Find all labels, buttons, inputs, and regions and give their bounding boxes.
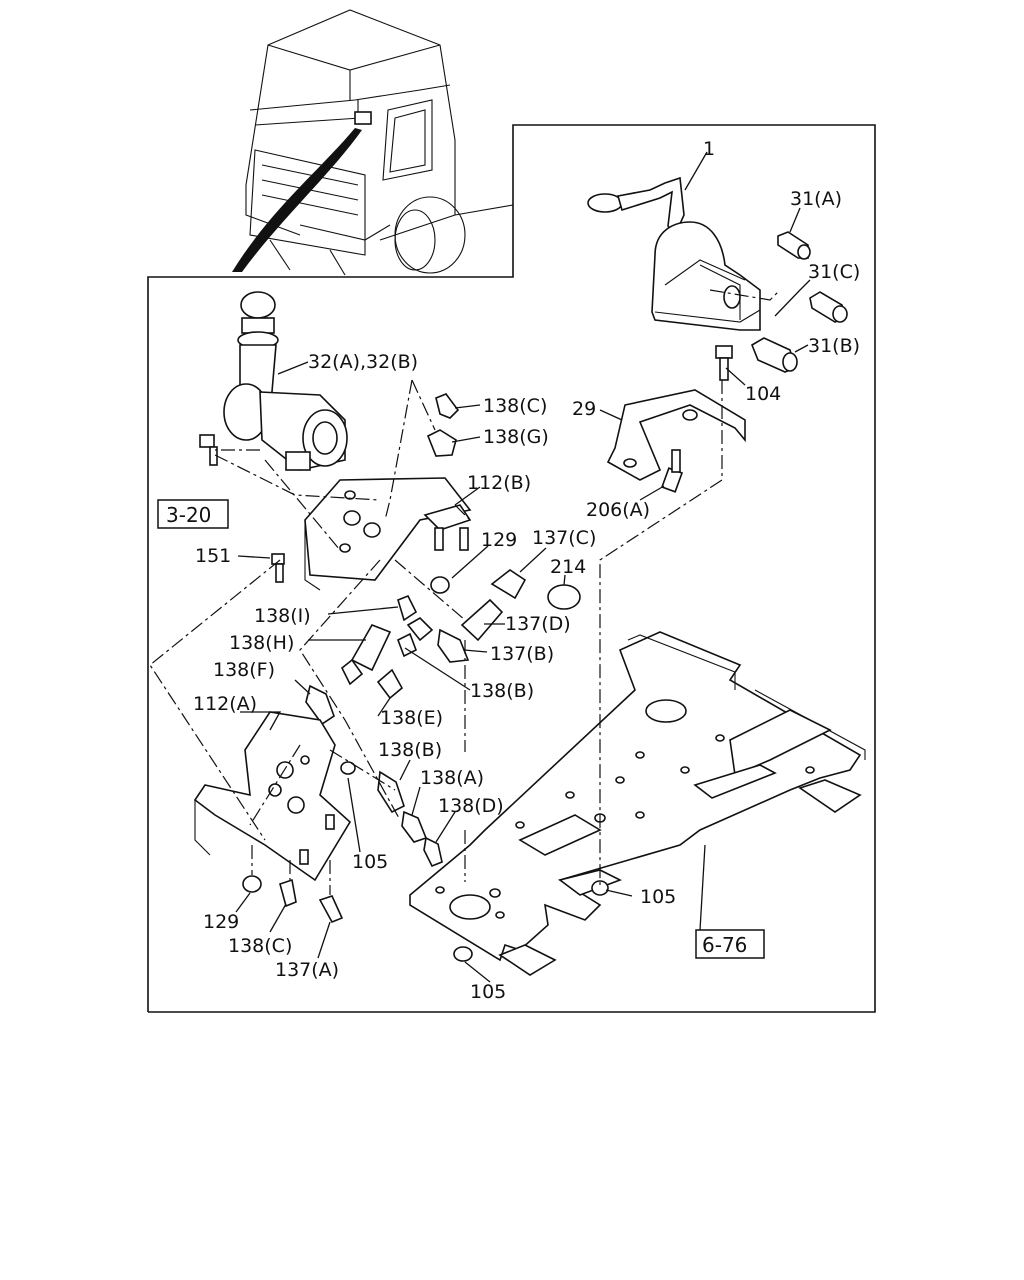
label-137b: 137(B) — [490, 643, 554, 665]
bolt-206a — [660, 449, 684, 493]
fitting-31b — [751, 337, 798, 373]
fitting-138f — [305, 684, 335, 726]
nut-129-top — [430, 576, 450, 594]
label-112b: 112(B) — [467, 472, 531, 494]
label-105-mid: 105 — [352, 851, 388, 873]
bolt-left — [199, 434, 218, 466]
base-plate — [409, 631, 866, 976]
label-104: 104 — [745, 383, 781, 405]
label-138h: 138(H) — [229, 632, 294, 654]
grommet-214 — [547, 584, 581, 610]
label-138b-mid: 138(B) — [378, 739, 442, 761]
label-138c-bottom: 138(C) — [228, 935, 292, 957]
nut-105-right — [591, 880, 609, 896]
label-138e: 138(E) — [380, 707, 443, 729]
fitting-138i — [397, 594, 418, 622]
nut-105-mid — [340, 761, 356, 775]
bracket-29 — [606, 389, 746, 481]
bolt-104 — [715, 345, 733, 381]
fitting-138b-mid — [377, 770, 405, 814]
bolt-151 — [271, 553, 285, 583]
fitting-138d — [423, 836, 443, 868]
label-206a: 206(A) — [586, 499, 650, 521]
label-138a: 138(A) — [420, 767, 484, 789]
label-31c: 31(C) — [808, 261, 860, 283]
label-137d: 137(D) — [505, 613, 571, 635]
label-105-bottom: 105 — [470, 981, 506, 1003]
shift-lever-assembly — [587, 176, 761, 331]
fitting-137a — [318, 895, 344, 924]
fitting-137b — [437, 628, 470, 663]
connection-lines — [149, 289, 781, 895]
frame-border — [147, 124, 876, 1013]
ref-box-3-20[interactable]: 3-20 — [157, 499, 229, 529]
nut-129-bottom — [242, 875, 262, 893]
bracket-112a — [193, 711, 352, 882]
fitting-138c-top — [435, 393, 460, 419]
fitting-138h — [340, 624, 392, 686]
fitting-31c — [809, 291, 848, 323]
label-32: 32(A),32(B) — [308, 351, 418, 373]
label-138d: 138(D) — [438, 795, 504, 817]
label-214: 214 — [550, 556, 586, 578]
ref-text-3-20: 3-20 — [166, 503, 211, 527]
label-151: 151 — [195, 545, 231, 567]
fitting-138-mid — [396, 616, 434, 658]
leader-lines — [235, 151, 811, 983]
bracket-112b — [304, 477, 472, 591]
label-138f: 138(F) — [213, 659, 275, 681]
fitting-138a — [401, 810, 428, 843]
fitting-137c — [490, 569, 527, 600]
label-1: 1 — [703, 138, 715, 160]
label-31a: 31(A) — [790, 188, 842, 210]
label-137c: 137(C) — [532, 527, 596, 549]
truck-cab-illustration — [232, 9, 514, 276]
label-29: 29 — [572, 398, 596, 420]
fitting-138g — [426, 429, 457, 457]
fitting-138c-bottom — [279, 878, 297, 908]
label-31b: 31(B) — [808, 335, 860, 357]
label-138b-right: 138(B) — [470, 680, 534, 702]
ref-box-6-76[interactable]: 6-76 — [695, 929, 765, 959]
part-labels: 1 31(A) 31(C) 31(B) 104 29 206(A) 32(A),… — [193, 138, 860, 1003]
nut-105-bottom — [453, 946, 473, 962]
label-129-top: 129 — [481, 529, 517, 551]
label-138i: 138(I) — [254, 605, 311, 627]
valve-assembly-32 — [223, 291, 348, 471]
label-129-bottom: 129 — [203, 911, 239, 933]
label-105-right: 105 — [640, 886, 676, 908]
label-112a: 112(A) — [193, 693, 257, 715]
label-138c-top: 138(C) — [483, 395, 547, 417]
ref-text-6-76: 6-76 — [702, 933, 747, 957]
label-138g: 138(G) — [483, 426, 549, 448]
fitting-31a — [777, 231, 811, 260]
label-137a: 137(A) — [275, 959, 339, 981]
fitting-137d — [460, 598, 504, 642]
fitting-138e — [376, 668, 404, 700]
